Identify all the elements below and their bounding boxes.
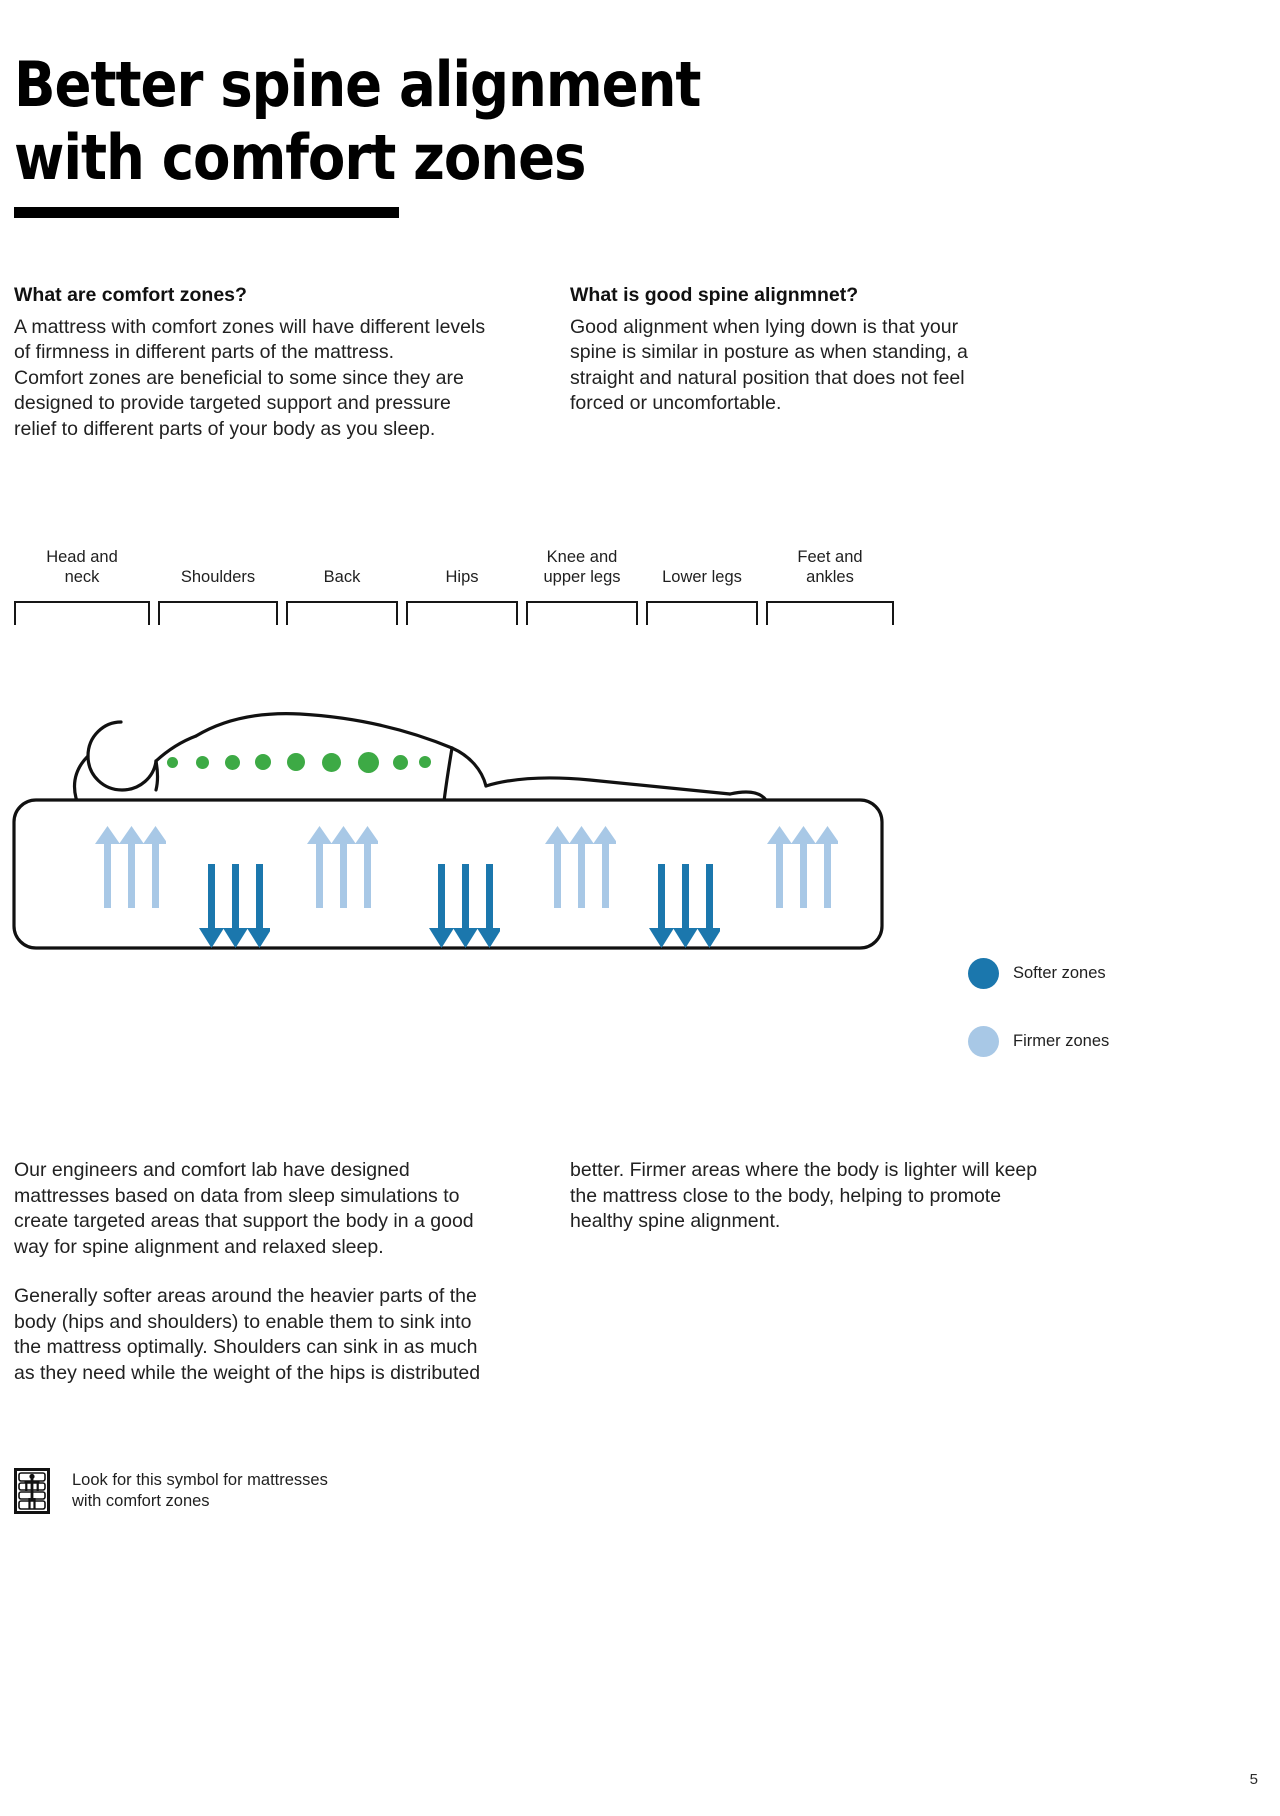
person-glyph [24, 1473, 40, 1509]
pressure-arrows-shoulders [198, 860, 270, 952]
spine-dot [419, 756, 431, 768]
lower-paragraph-firmer-areas: better. Firmer areas where the body is l… [570, 1159, 1038, 1233]
lower-paragraph-engineers: Our engineers and comfort lab have desig… [14, 1159, 474, 1258]
comfort-zone-label: Lower legs [662, 568, 742, 587]
spine-dot [287, 753, 305, 771]
pressure-arrows-knee-upper-legs [544, 822, 616, 914]
page-number: 5 [1249, 1771, 1258, 1788]
pressure-arrow-down [477, 864, 500, 948]
intro-heading-comfort-zones: What are comfort zones? [14, 284, 247, 306]
pressure-arrows-hips [428, 860, 500, 952]
pressure-arrow-down [223, 864, 248, 948]
comfort-zone-label: Knee and upper legs [543, 547, 621, 587]
legend-swatch-dot [968, 957, 999, 989]
lower-column-left: Our engineers and comfort lab have desig… [14, 1158, 539, 1386]
pressure-arrow-down [673, 864, 698, 948]
pressure-arrows-head-and-neck [94, 822, 166, 914]
comfort-zone-3: Hips [406, 530, 518, 625]
spine-dot [357, 751, 379, 773]
comfort-zone-label: Back [323, 568, 361, 587]
page-title: Better spine alignment with comfort zone… [14, 47, 701, 194]
pressure-arrow-up [815, 826, 838, 908]
comfort-zone-0: Head and neck [14, 530, 150, 625]
pressure-arrow-down [199, 864, 224, 948]
intro-heading-spine-alignment: What is good spine alignmnet? [570, 284, 859, 306]
pressure-arrow-up [95, 826, 120, 908]
comfort-zone-bracket [766, 601, 894, 625]
spine-dot [195, 755, 209, 769]
intro-column-left: What are comfort zones? A mattress with … [14, 283, 539, 442]
pressure-arrow-up [331, 826, 356, 908]
comfort-zone-5: Lower legs [646, 530, 758, 625]
legend-label: Firmer zones [1013, 1031, 1110, 1050]
spine-dot [392, 754, 408, 770]
pressure-arrow-up [767, 826, 792, 908]
spine-dot [224, 754, 240, 770]
comfort-zone-bracket [406, 601, 518, 625]
pressure-arrows-feet-and-ankles [766, 822, 838, 914]
pressure-arrow-up [569, 826, 594, 908]
comfort-zone-bracket [286, 601, 398, 625]
legend-swatch-dot [968, 1025, 999, 1057]
comfort-zone-symbol-icon [14, 1468, 50, 1514]
comfort-zone-symbol-block: Look for this symbol for mattresses with… [14, 1468, 328, 1514]
pressure-arrow-down [429, 864, 454, 948]
pressure-arrows-lower-legs [648, 860, 720, 952]
comfort-zone-bracket [646, 601, 758, 625]
title-rule-divider [14, 207, 399, 218]
comfort-zone-6: Feet and ankles [766, 530, 894, 625]
comfort-zone-label: Hips [445, 568, 479, 587]
comfort-zone-symbol-caption: Look for this symbol for mattresses with… [72, 1470, 328, 1510]
comfort-zone-label: Feet and ankles [797, 547, 863, 587]
intro-body-comfort-zones: A mattress with comfort zones will have … [14, 315, 486, 440]
comfort-zone-label: Shoulders [180, 568, 256, 587]
comfort-zone-bracket [14, 601, 150, 625]
pressure-arrow-down [453, 864, 478, 948]
intro-body-spine-alignment: Good alignment when lying down is that y… [570, 315, 968, 415]
legend-label: Softer zones [1013, 963, 1106, 982]
pressure-arrows-back [306, 822, 378, 914]
lower-column-right: better. Firmer areas where the body is l… [570, 1158, 1095, 1235]
mattress-illustration [0, 630, 960, 960]
comfort-zone-bracket [158, 601, 278, 625]
pressure-arrow-up [307, 826, 332, 908]
spine-dot [255, 754, 271, 770]
comfort-zone-4: Knee and upper legs [526, 530, 638, 625]
spine-dot [166, 756, 178, 768]
pressure-arrow-down [247, 864, 270, 948]
spine-dot [321, 752, 341, 772]
pressure-arrow-up [355, 826, 378, 908]
pressure-arrow-up [791, 826, 816, 908]
lower-paragraph-softer-areas: Generally softer areas around the heavie… [14, 1285, 481, 1384]
comfort-zone-label: Head and neck [46, 547, 118, 587]
pressure-arrow-down [697, 864, 720, 948]
intro-column-right: What is good spine alignmnet? Good align… [570, 283, 1090, 417]
comfort-zone-2: Back [286, 530, 398, 625]
comfort-zone-bracket [526, 601, 638, 625]
pressure-arrow-up [143, 826, 166, 908]
pressure-arrow-up [545, 826, 570, 908]
pressure-arrow-down [649, 864, 674, 948]
legend-item-softer: Softer zones [968, 955, 1268, 991]
pressure-arrow-up [119, 826, 144, 908]
pressure-arrow-up [593, 826, 616, 908]
comfort-zone-1: Shoulders [158, 530, 278, 625]
legend-item-firmer: Firmer zones [968, 1023, 1268, 1059]
